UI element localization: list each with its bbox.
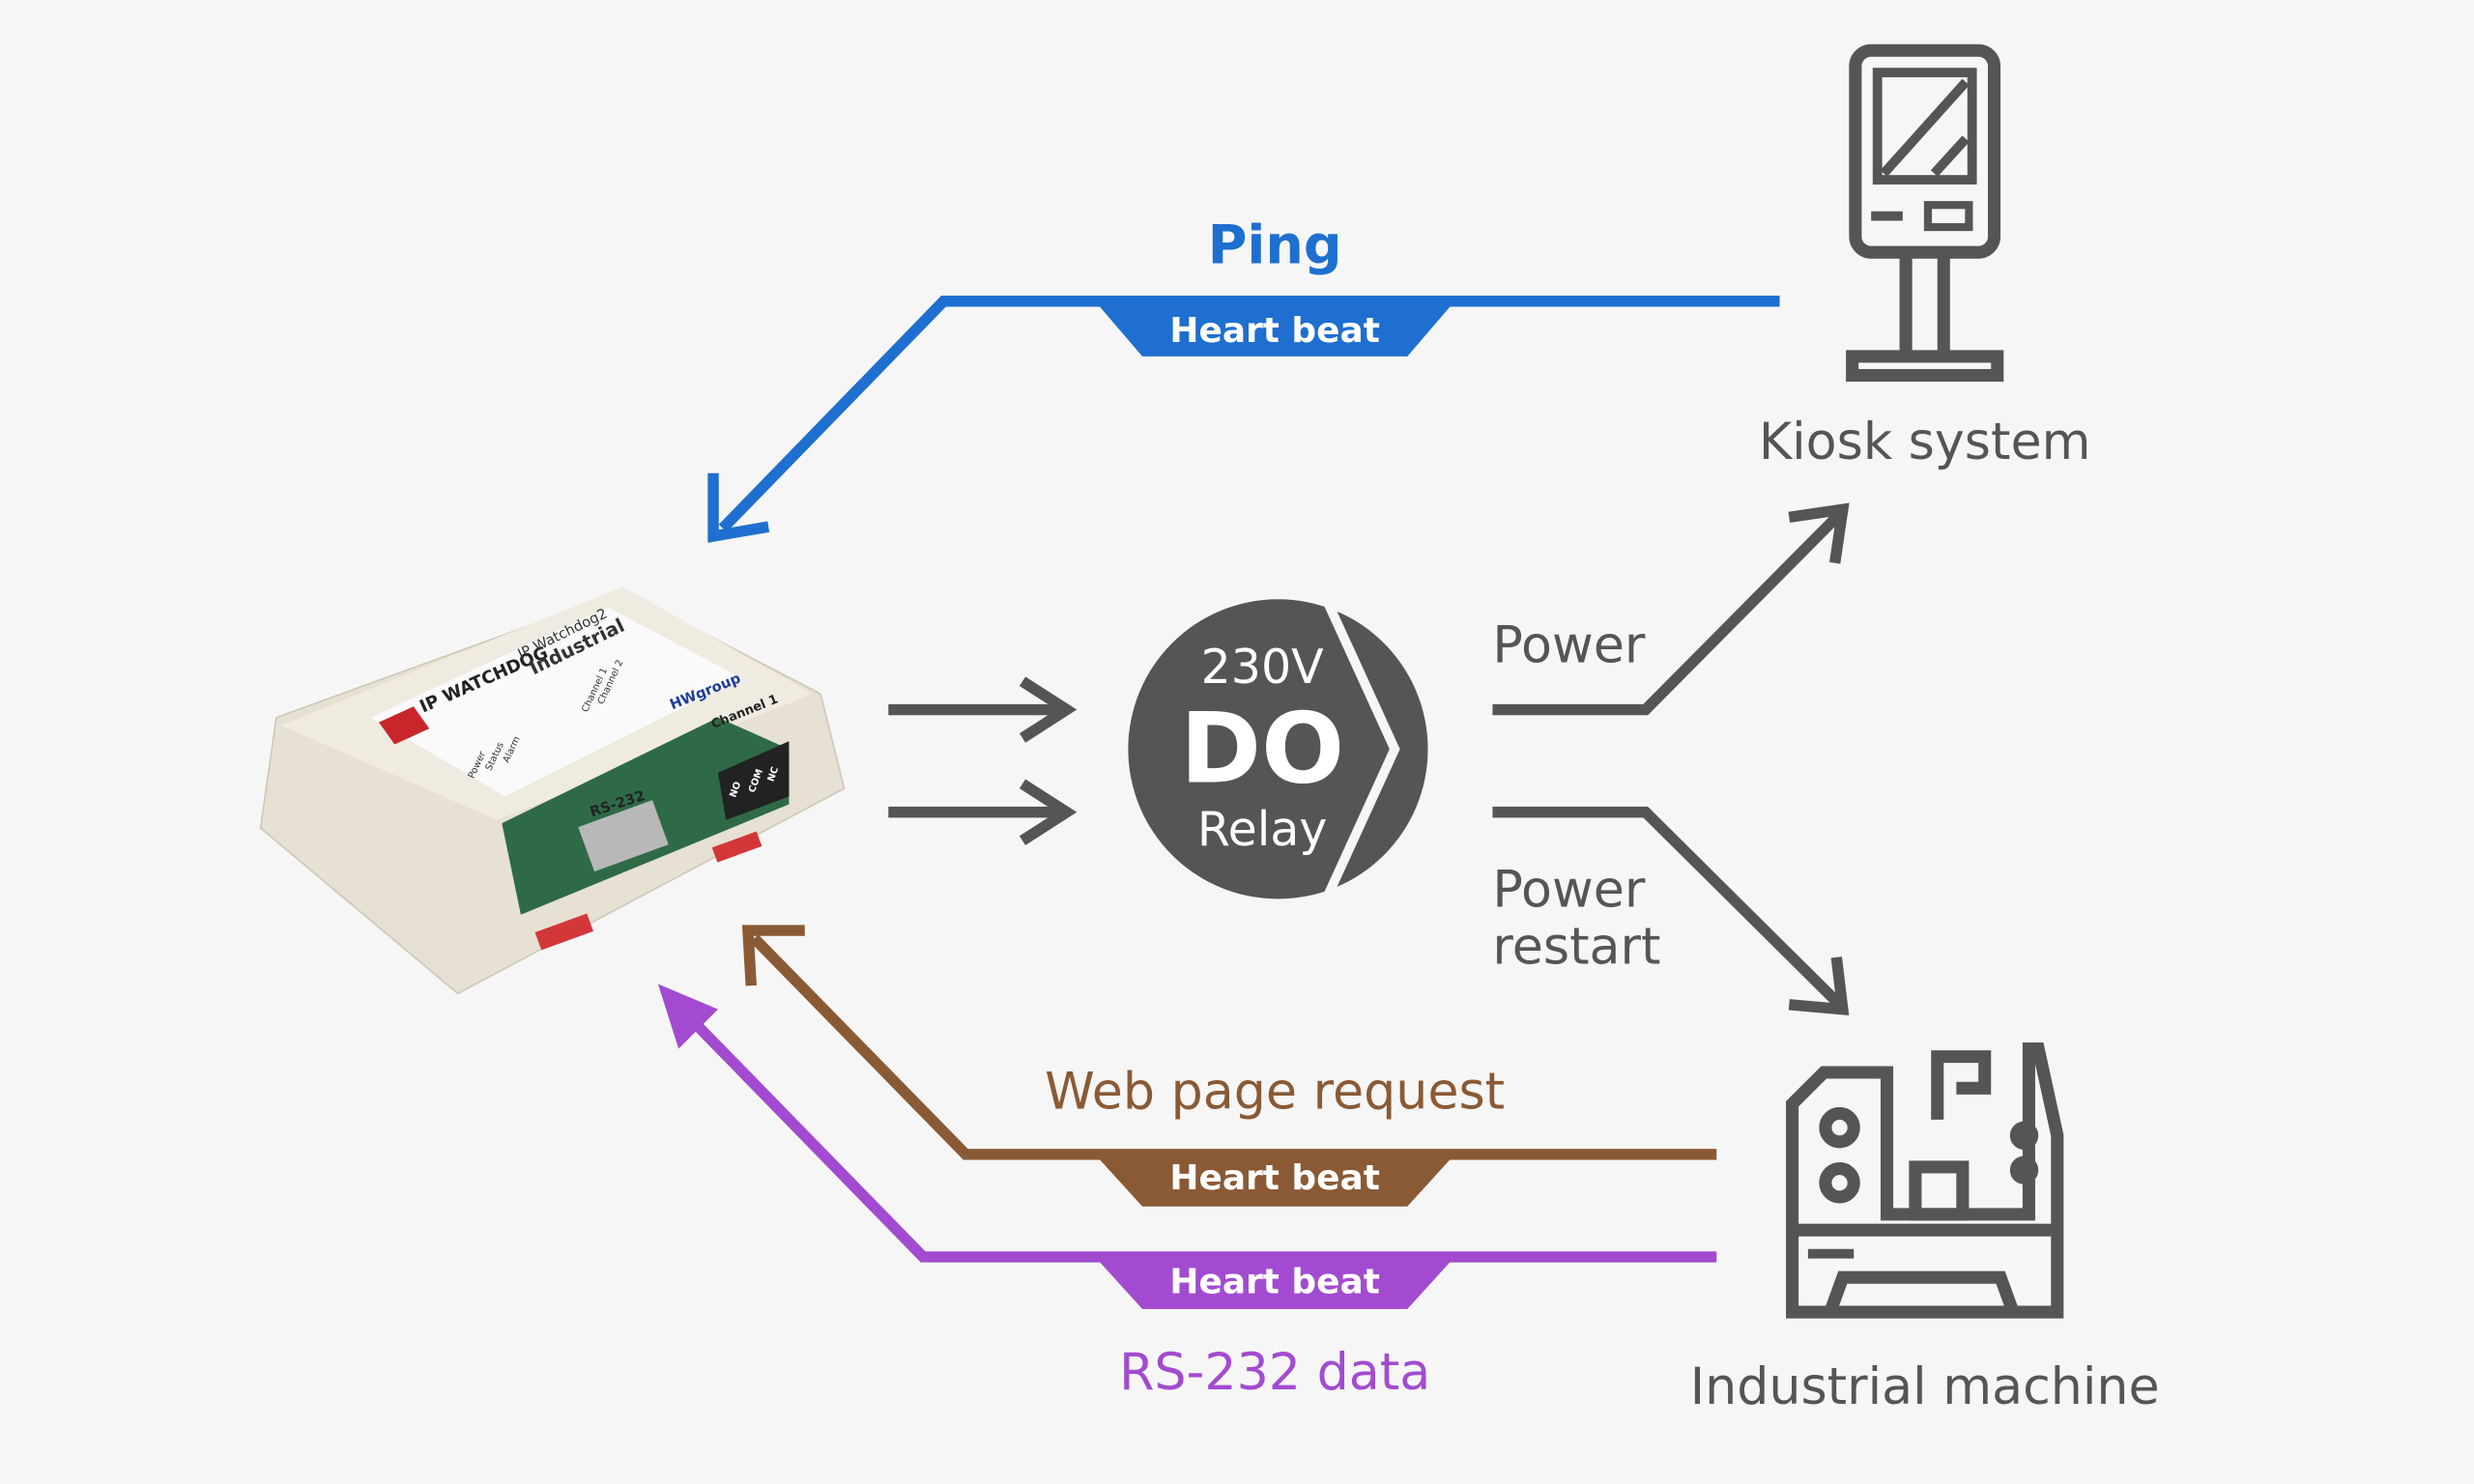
kiosk-icon	[1846, 43, 2004, 383]
relay-input-arrows	[888, 676, 1078, 845]
ping-badge-text: Heart beat	[1169, 311, 1379, 351]
rs232-badge	[1095, 1256, 1455, 1309]
web-request-label: Web page request	[1045, 1064, 1505, 1122]
rs232-label: RS-232 data	[1119, 1344, 1430, 1402]
ping-arrowhead-icon	[707, 472, 770, 543]
kiosk-label: Kiosk system	[1759, 414, 2091, 471]
rs232-arrowhead-icon	[657, 984, 718, 1049]
power-label: Power	[1492, 617, 1645, 675]
ip-watchdog-device: IP WATCHDOG IP Watchdog2 Industrial HWgr…	[259, 586, 846, 995]
web-request-flow: Web page request Heart beat	[741, 925, 1717, 1207]
terminal-label-nc: NC	[766, 765, 782, 783]
web-badge	[1095, 1154, 1455, 1207]
do-relay: 230V DO Relay	[1128, 599, 1428, 899]
terminal-label-no: NO	[728, 781, 743, 799]
ping-badge	[1095, 300, 1455, 357]
terminal-block	[717, 741, 790, 820]
rs232-line	[665, 992, 1717, 1263]
power-restart-arrow	[1492, 806, 1850, 1015]
rs232-port	[578, 800, 669, 872]
ping-label: Ping	[1208, 214, 1342, 277]
relay-type: DO	[1180, 692, 1344, 806]
ping-flow: Ping Heart beat	[707, 214, 1780, 543]
web-arrowhead-icon	[741, 925, 805, 986]
web-request-line	[750, 934, 1717, 1160]
rs232-flow: Heart beat RS-232 data	[657, 984, 1717, 1402]
web-badge-text: Heart beat	[1169, 1158, 1379, 1198]
industrial-machine-icon	[1786, 1042, 2064, 1319]
power-arrow	[1492, 502, 1850, 716]
relay-name: Relay	[1197, 802, 1328, 857]
rs232-badge-text: Heart beat	[1169, 1262, 1379, 1301]
machine-label: Industrial machine	[1690, 1358, 2160, 1416]
power-restart-label-1: Power	[1492, 862, 1645, 920]
ping-line	[718, 296, 1780, 532]
power-restart-label-2: restart	[1492, 918, 1660, 976]
relay-voltage: 230V	[1201, 640, 1324, 695]
